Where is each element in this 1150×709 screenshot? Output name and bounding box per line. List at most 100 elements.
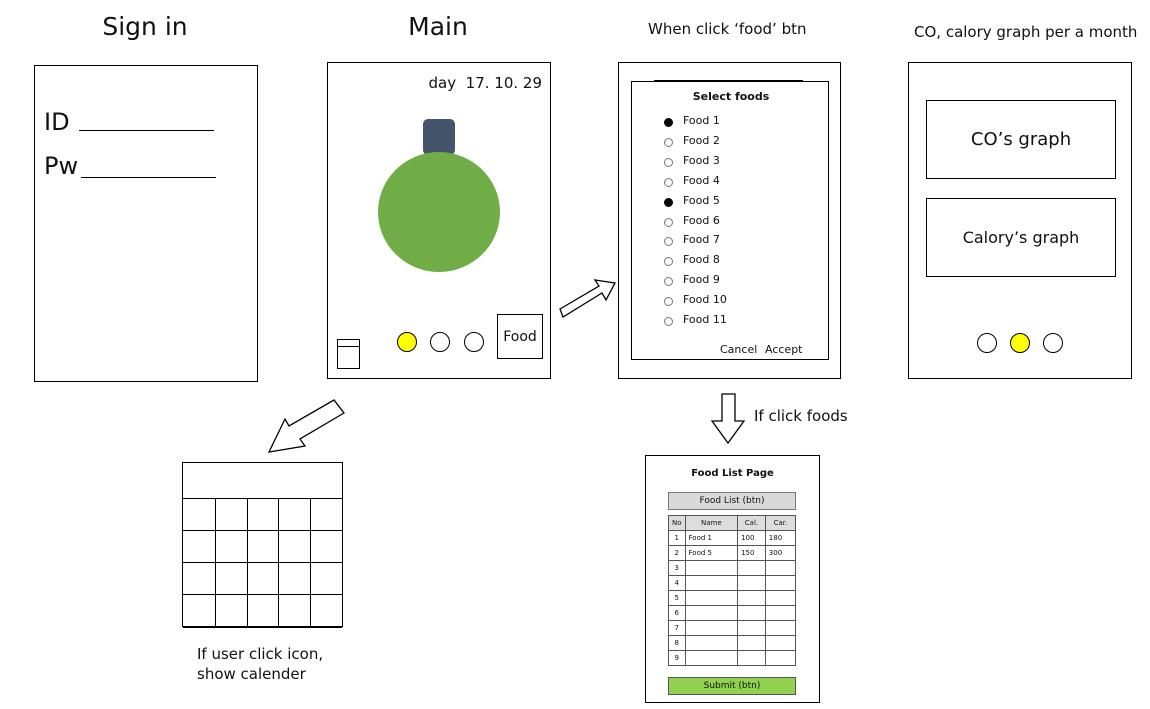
- table-row[interactable]: 6: [668, 605, 797, 621]
- select-foods-dialog: Select foods Food 1 Food 2 Food 3 Food 4 Foo…: [631, 81, 829, 360]
- pw-field[interactable]: [81, 177, 216, 178]
- food-radio-label[interactable]: Food 8: [683, 253, 720, 267]
- main-screen: day 17. 10. 29 Food: [327, 62, 551, 379]
- table-row[interactable]: 7: [668, 620, 797, 636]
- food-radio-7[interactable]: [664, 237, 673, 247]
- food-radio-label[interactable]: Food 7: [683, 233, 720, 247]
- right-arrow-icon: [559, 279, 617, 318]
- table-row[interactable]: 8: [668, 635, 797, 651]
- calendar-icon[interactable]: [337, 339, 360, 369]
- table-cell: [684, 590, 739, 606]
- food-radio-label[interactable]: Food 9: [683, 273, 720, 287]
- graphs-heading: CO, calory graph per a month: [914, 23, 1138, 41]
- table-cell: [737, 635, 766, 651]
- table-cell: [737, 590, 766, 606]
- table-cell: [684, 560, 739, 576]
- accept-button[interactable]: Accept: [765, 343, 803, 356]
- food-radio-11[interactable]: [664, 317, 673, 326]
- select-foods-heading: When click ‘food’ btn: [648, 20, 807, 38]
- calendar-caption-line2: show calender: [197, 665, 306, 683]
- food-radio-5[interactable]: [664, 197, 673, 207]
- food-radio-label[interactable]: Food 4: [683, 173, 720, 187]
- food-button[interactable]: Food: [497, 314, 543, 359]
- calendar-row-line: [183, 626, 342, 628]
- calendar-row-line: [183, 562, 342, 563]
- food-radio-label[interactable]: Food 5: [683, 193, 720, 207]
- food-radio-9[interactable]: [664, 277, 673, 287]
- table-cell: [764, 590, 797, 606]
- table-row[interactable]: 3: [668, 560, 797, 576]
- table-cell: [764, 605, 797, 621]
- food-radio-1[interactable]: [664, 118, 673, 127]
- signin-title: Sign in: [102, 12, 188, 41]
- page-dot-1[interactable]: [397, 332, 417, 352]
- table-cell: [737, 575, 766, 591]
- table-header-cell: No: [668, 515, 686, 531]
- table-cell: 2: [668, 545, 686, 561]
- table-cell: [737, 620, 766, 636]
- table-header-cell: Car.: [764, 515, 797, 531]
- food-radio-label[interactable]: Food 6: [683, 213, 720, 227]
- table-cell: 150: [737, 545, 766, 561]
- food-radio-10[interactable]: [664, 297, 673, 307]
- table-cell: [764, 575, 797, 591]
- food-radio-3[interactable]: [664, 157, 673, 167]
- table-row[interactable]: 5: [668, 590, 797, 606]
- food-radio-8[interactable]: [664, 257, 673, 267]
- table-cell: 7: [668, 620, 686, 636]
- table-cell: 180: [764, 530, 797, 546]
- table-cell: 3: [668, 560, 686, 576]
- table-cell: 9: [668, 650, 686, 666]
- food-radio-label[interactable]: Food 3: [683, 153, 720, 167]
- graph-page-dot-3[interactable]: [1043, 333, 1063, 353]
- table-cell: 1: [668, 530, 686, 546]
- table-cell: [764, 650, 797, 666]
- calendar-caption-line1: If user click icon,: [197, 645, 324, 663]
- food-radio-label[interactable]: Food 10: [683, 293, 727, 307]
- page-dot-2[interactable]: [430, 332, 450, 352]
- table-cell: 4: [668, 575, 686, 591]
- food-radio-2[interactable]: [664, 137, 673, 147]
- co-graph-box: CO’s graph: [926, 100, 1116, 179]
- id-field[interactable]: [79, 130, 214, 131]
- food-list-title: Food List Page: [691, 468, 774, 479]
- co-graph-label: CO’s graph: [970, 129, 1072, 150]
- main-title: Main: [408, 12, 468, 41]
- table-row[interactable]: 4: [668, 575, 797, 591]
- food-radio-label[interactable]: Food 2: [683, 133, 720, 147]
- table-header-cell: Name: [684, 515, 739, 531]
- cancel-button[interactable]: Cancel: [720, 343, 758, 356]
- calendar-row-line: [183, 530, 342, 531]
- table-cell: [684, 575, 739, 591]
- dialog-title: Select foods: [692, 90, 770, 103]
- food-list-button[interactable]: Food List (btn): [668, 492, 796, 510]
- table-cell: 6: [668, 605, 686, 621]
- food-radio-label[interactable]: Food 1: [683, 114, 720, 127]
- bulb-status-circle: [378, 152, 500, 272]
- table-cell: 8: [668, 635, 686, 651]
- table-cell: Food 5: [684, 545, 739, 561]
- table-cell: [684, 650, 739, 666]
- graph-page-dot-1[interactable]: [977, 333, 997, 353]
- table-cell: [764, 620, 797, 636]
- pw-label: Pw: [44, 152, 79, 180]
- food-radio-6[interactable]: [664, 217, 673, 227]
- page-dot-3[interactable]: [464, 332, 484, 352]
- down-arrow-icon: [710, 393, 746, 445]
- table-cell: 300: [764, 545, 797, 561]
- graph-page-dot-2[interactable]: [1010, 333, 1030, 353]
- food-radio-label[interactable]: Food 11: [683, 313, 727, 326]
- table-cell: [684, 620, 739, 636]
- calory-graph-box: Calory’s graph: [926, 198, 1116, 277]
- table-cell: [737, 605, 766, 621]
- signin-screen: ID Pw: [34, 65, 258, 382]
- table-cell: [684, 605, 739, 621]
- table-row[interactable]: 9: [668, 650, 797, 666]
- table-cell: [764, 560, 797, 576]
- table-cell: [764, 635, 797, 651]
- table-header-cell: Cal.: [737, 515, 766, 531]
- food-radio-4[interactable]: [664, 177, 673, 187]
- submit-button[interactable]: Submit (btn): [668, 677, 796, 695]
